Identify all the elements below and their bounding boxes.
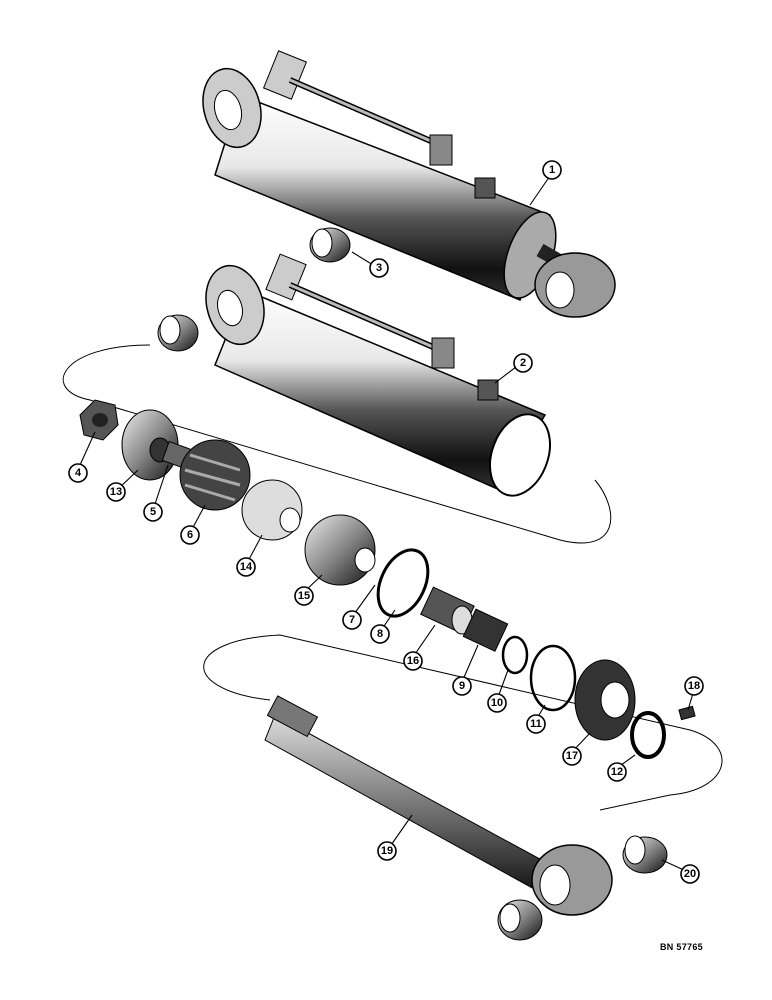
svg-text:11: 11	[530, 718, 542, 730]
bushing-rod	[497, 835, 668, 941]
svg-text:9: 9	[459, 680, 465, 692]
svg-text:7: 7	[349, 614, 355, 626]
callout-1: 1	[542, 160, 562, 180]
gland-parts	[501, 635, 696, 759]
callout-17: 17	[562, 746, 582, 766]
svg-text:6: 6	[187, 529, 193, 541]
callout-8: 8	[370, 624, 390, 644]
callout-19: 19	[377, 841, 397, 861]
callout-15: 15	[294, 586, 314, 606]
callout-14: 14	[236, 557, 256, 577]
piston-rod	[264, 695, 613, 916]
bushing-top	[309, 227, 351, 263]
reference-code: BN 57765	[660, 942, 703, 952]
svg-text:8: 8	[377, 628, 383, 640]
callout-20: 20	[680, 864, 700, 884]
svg-text:17: 17	[566, 750, 578, 762]
callout-4: 4	[68, 463, 88, 483]
callout-10: 10	[487, 693, 507, 713]
svg-text:10: 10	[491, 697, 503, 709]
svg-text:19: 19	[381, 845, 393, 857]
callout-16: 16	[403, 651, 423, 671]
callout-5: 5	[143, 502, 163, 522]
callout-12: 12	[607, 762, 627, 782]
svg-text:4: 4	[75, 467, 82, 479]
callout-2: 2	[513, 353, 533, 373]
svg-text:20: 20	[684, 868, 696, 880]
callout-6: 6	[180, 525, 200, 545]
assembled-cylinder	[202, 50, 616, 318]
svg-text:13: 13	[110, 486, 122, 498]
svg-text:12: 12	[611, 766, 623, 778]
svg-text:3: 3	[376, 262, 382, 274]
svg-text:2: 2	[520, 357, 526, 369]
svg-text:1: 1	[549, 164, 555, 176]
svg-text:18: 18	[688, 680, 700, 692]
callout-7: 7	[342, 610, 362, 630]
svg-text:14: 14	[240, 561, 253, 573]
callout-13: 13	[106, 482, 126, 502]
bushing-barrel	[157, 314, 199, 352]
callout-9: 9	[452, 676, 472, 696]
group-outline-rod	[203, 634, 723, 811]
svg-text:5: 5	[150, 506, 156, 518]
group-outline-piston	[62, 344, 612, 544]
callout-18: 18	[684, 676, 704, 696]
callout-3: 3	[369, 258, 389, 278]
svg-text:16: 16	[407, 655, 419, 667]
piston-parts	[79, 399, 509, 652]
callout-11: 11	[526, 714, 546, 734]
svg-text:15: 15	[298, 590, 310, 602]
cylinder-barrel	[205, 253, 551, 497]
